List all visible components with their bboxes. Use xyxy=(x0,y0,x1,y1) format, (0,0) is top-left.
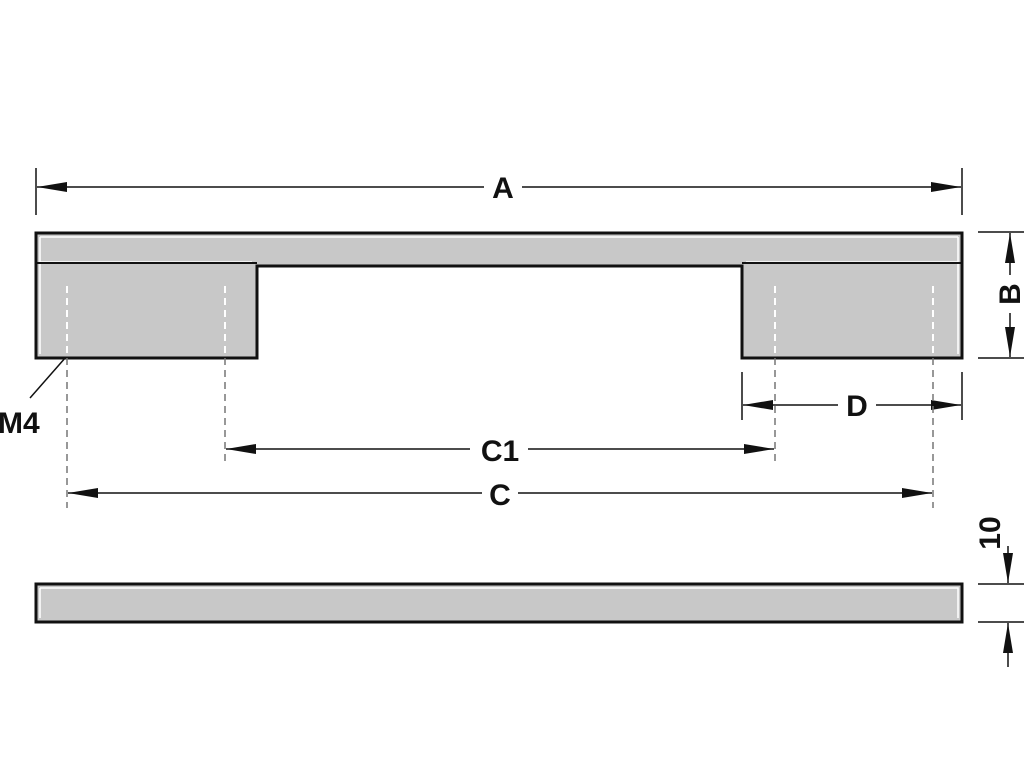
leader-m4 xyxy=(29,356,67,399)
handle-side-view xyxy=(34,582,964,624)
dimension-c: C xyxy=(66,358,934,512)
handle-front-view xyxy=(34,231,964,360)
dimension-d: D xyxy=(741,372,963,423)
label-c: C xyxy=(489,479,511,512)
label-thickness: 10 xyxy=(974,516,1007,549)
side-bar xyxy=(34,582,964,624)
dimension-thickness: 10 xyxy=(974,516,1024,667)
label-m4: M4 xyxy=(0,407,40,440)
label-c1: C1 xyxy=(481,435,519,468)
dimension-c1: C1 xyxy=(224,358,776,468)
dimension-a: A xyxy=(35,168,963,215)
label-a: A xyxy=(492,172,514,205)
thread-callout-m4: M4 xyxy=(0,356,67,440)
label-d: D xyxy=(846,390,868,423)
handle-body xyxy=(34,231,964,360)
label-b: B xyxy=(994,283,1024,305)
dimension-b: B xyxy=(978,231,1024,359)
handle-highlight xyxy=(39,236,959,354)
side-bar-highlight xyxy=(39,587,959,618)
